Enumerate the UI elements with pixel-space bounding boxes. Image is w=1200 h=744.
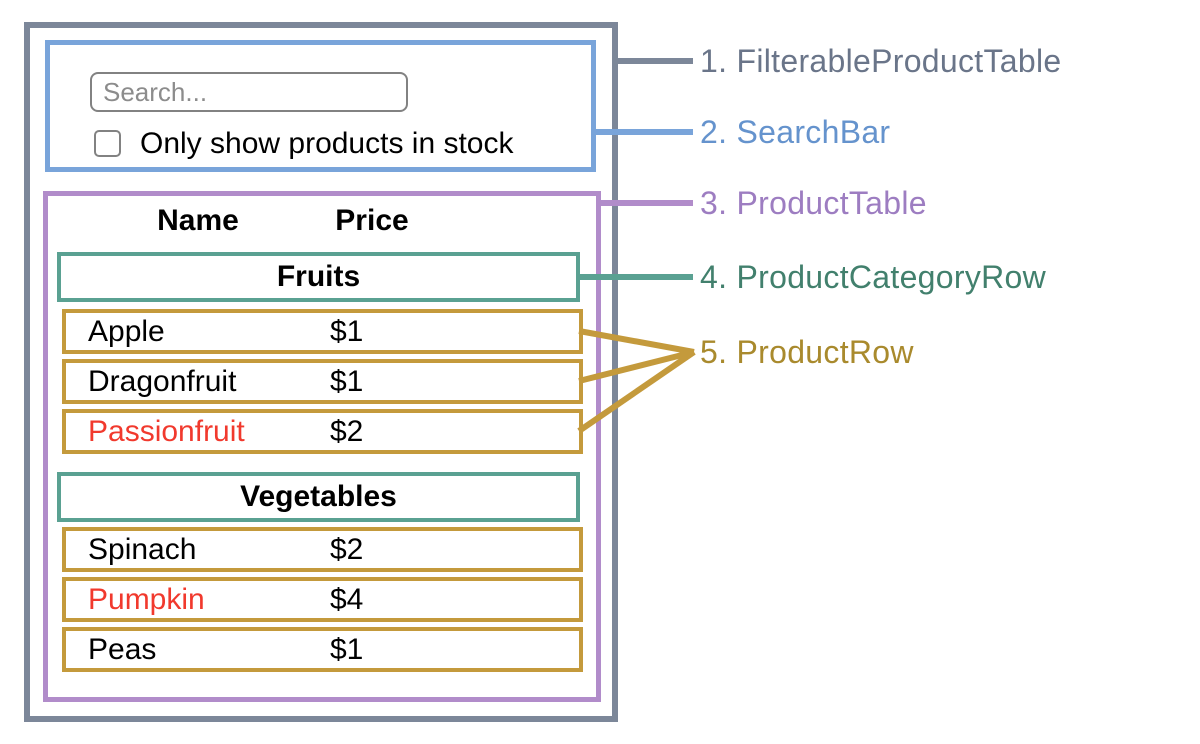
in-stock-checkbox-label: Only show products in stock bbox=[140, 127, 514, 160]
in-stock-checkbox[interactable] bbox=[94, 130, 121, 157]
product-price: $2 bbox=[330, 532, 364, 566]
product-row: Peas $1 bbox=[62, 627, 583, 672]
product-category-row: Fruits bbox=[57, 252, 580, 302]
component-label-name: ProductCategoryRow bbox=[736, 259, 1047, 295]
product-name: Passionfruit bbox=[88, 414, 245, 448]
component-label: 1. FilterableProductTable bbox=[700, 42, 1062, 80]
product-price: $1 bbox=[330, 314, 364, 348]
component-label-number: 3. bbox=[700, 185, 728, 221]
product-name: Spinach bbox=[88, 532, 197, 566]
column-header-name: Name bbox=[157, 204, 239, 237]
component-label-number: 5. bbox=[700, 334, 728, 370]
component-label-name: ProductRow bbox=[736, 334, 914, 370]
column-header-price: Price bbox=[335, 204, 409, 237]
product-name: Apple bbox=[88, 314, 165, 348]
product-name: Peas bbox=[88, 632, 157, 666]
product-price: $4 bbox=[330, 582, 364, 616]
component-label-number: 1. bbox=[700, 43, 728, 79]
component-label-number: 4. bbox=[700, 259, 728, 295]
component-label: 3. ProductTable bbox=[700, 184, 927, 222]
product-name: Dragonfruit bbox=[88, 364, 237, 398]
component-label: 2. SearchBar bbox=[700, 113, 890, 151]
category-label: Vegetables bbox=[240, 480, 397, 513]
product-category-row: Vegetables bbox=[57, 472, 580, 522]
product-row: Apple $1 bbox=[62, 309, 583, 354]
product-price: $2 bbox=[330, 414, 364, 448]
component-label-number: 2. bbox=[700, 114, 728, 150]
component-label-name: ProductTable bbox=[736, 185, 927, 221]
product-price: $1 bbox=[330, 364, 364, 398]
category-label: Fruits bbox=[276, 260, 361, 293]
component-label: 5. ProductRow bbox=[700, 333, 914, 371]
product-row: Spinach $2 bbox=[62, 527, 583, 572]
component-label-name: SearchBar bbox=[736, 114, 891, 150]
search-input[interactable] bbox=[90, 72, 408, 112]
product-row: Pumpkin $4 bbox=[62, 577, 583, 622]
product-row: Passionfruit $2 bbox=[62, 409, 583, 454]
component-label-name: FilterableProductTable bbox=[736, 43, 1062, 79]
component-label: 4. ProductCategoryRow bbox=[700, 258, 1046, 296]
product-name: Pumpkin bbox=[88, 582, 205, 616]
product-price: $1 bbox=[330, 632, 364, 666]
product-row: Dragonfruit $1 bbox=[62, 359, 583, 404]
